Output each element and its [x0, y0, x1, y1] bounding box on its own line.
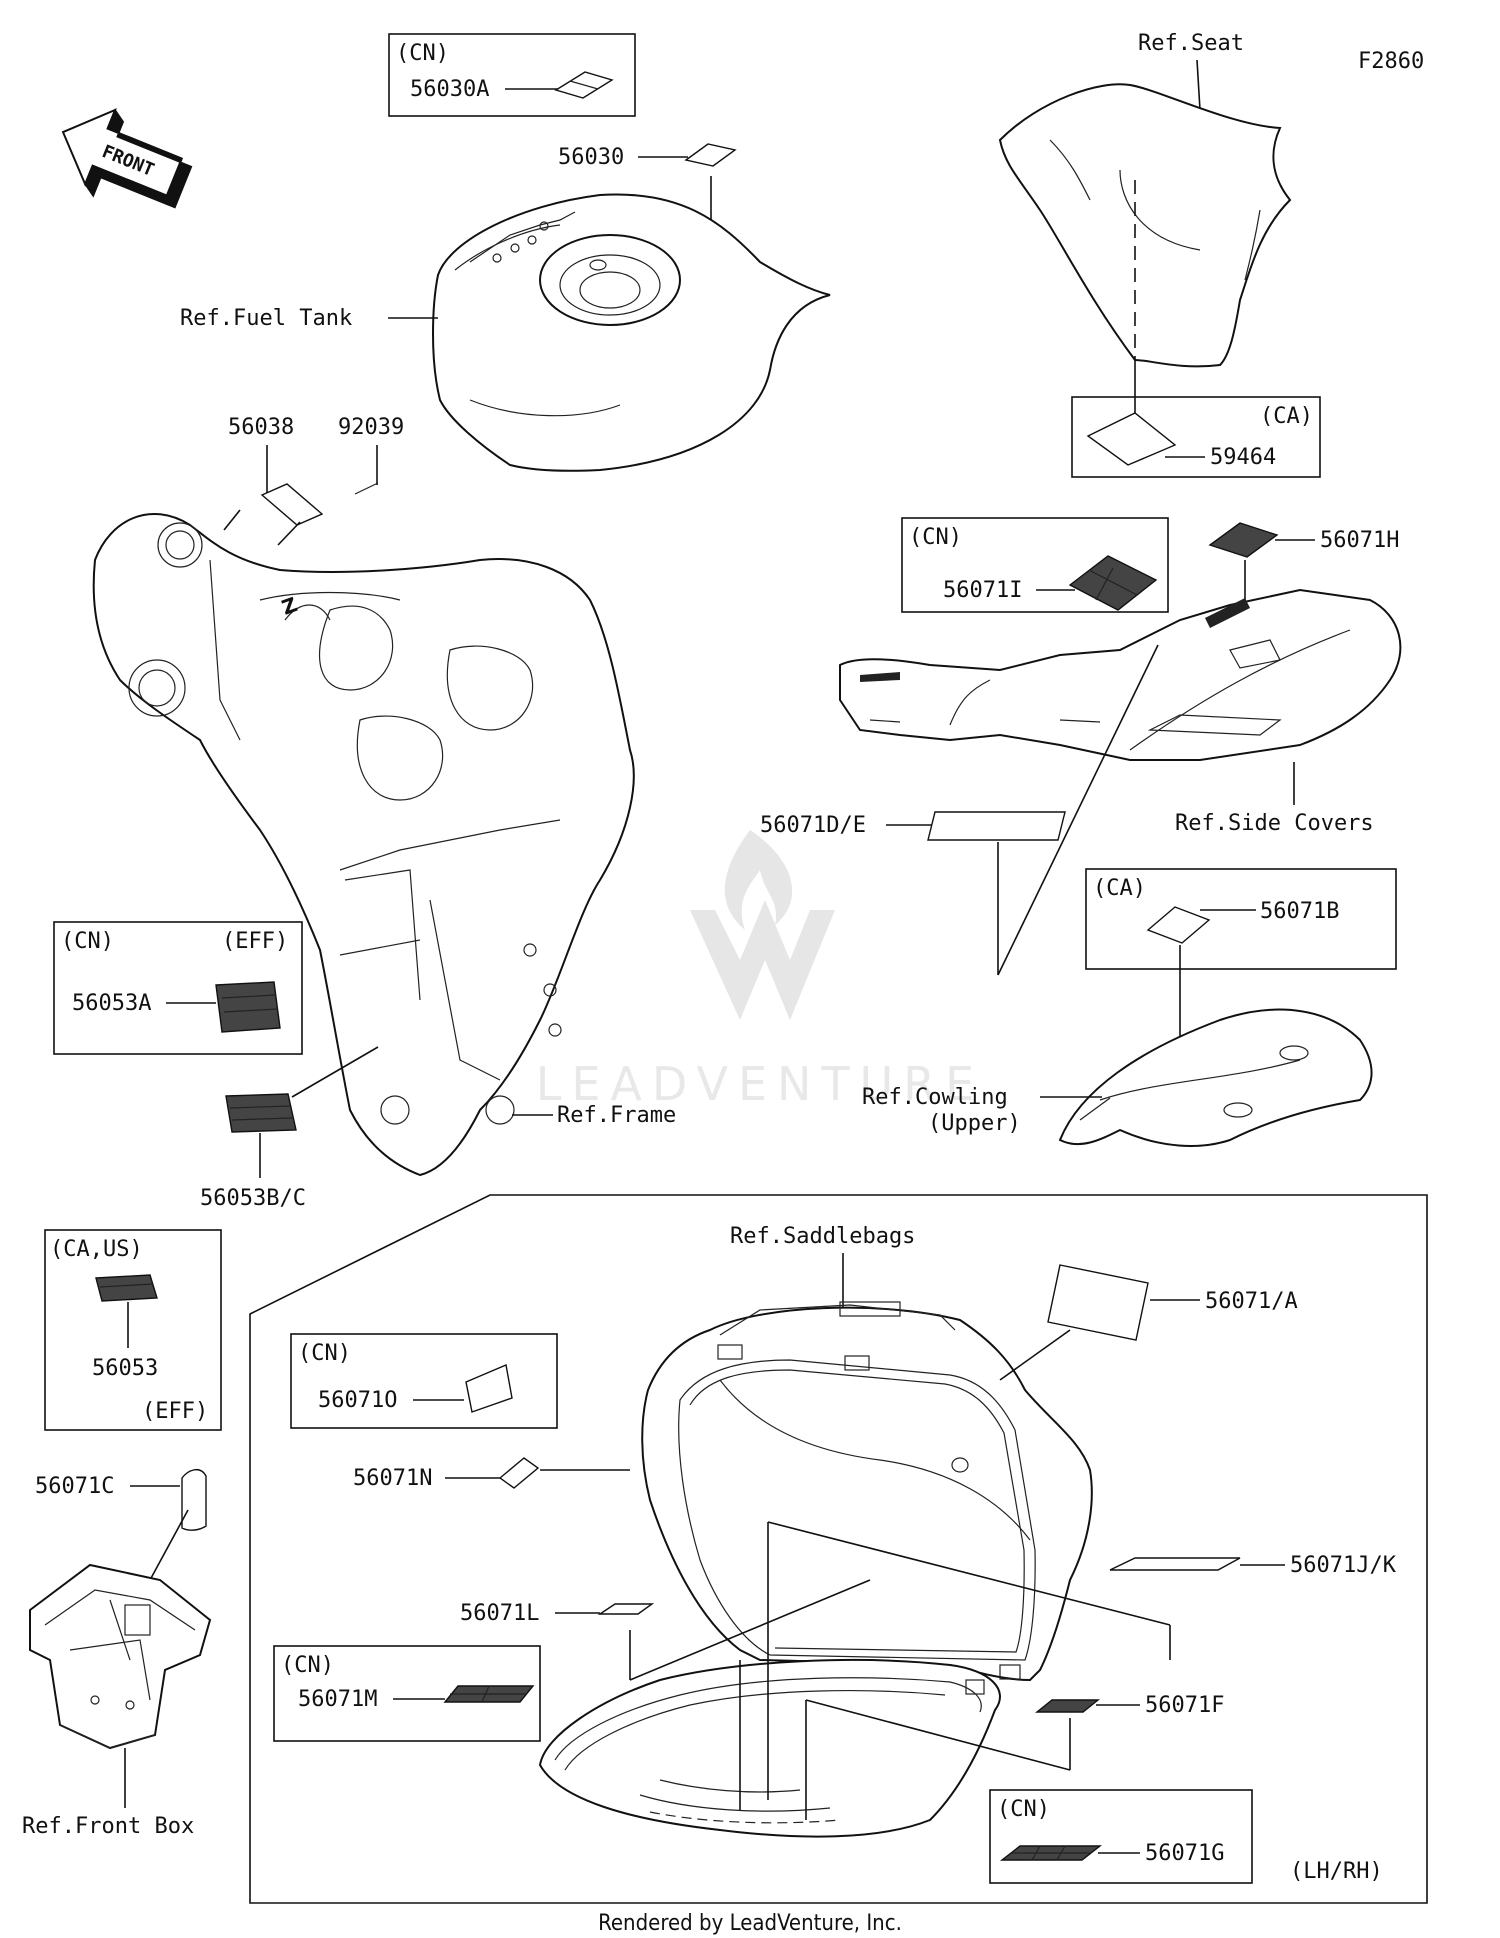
label-56030[interactable]: 56030 — [558, 145, 624, 170]
decal-56071h — [1208, 522, 1279, 558]
tag-ca-us-56053: (CA,US) — [50, 1237, 143, 1262]
box-56071o — [290, 1333, 558, 1429]
decal-56053a — [215, 981, 281, 1033]
box-59464 — [1071, 396, 1321, 478]
watermark-logo: LEADVENTURE — [536, 830, 985, 1111]
label-56053a[interactable]: 56053A — [72, 991, 151, 1016]
decal-56071jk — [1109, 1557, 1241, 1571]
box-56030a — [388, 33, 636, 117]
label-lh-rh: (LH/RH) — [1290, 1859, 1383, 1884]
label-92039[interactable]: 92039 — [338, 415, 404, 440]
box-56071i — [901, 517, 1169, 613]
saddlebag-drawing — [538, 1301, 1093, 1838]
label-56053[interactable]: 56053 — [92, 1356, 158, 1381]
seat-drawing — [998, 83, 1292, 368]
side-covers-drawing — [839, 588, 1402, 761]
tag-eff-56053: (EFF) — [142, 1399, 208, 1424]
figure-code: F2860 — [1358, 49, 1424, 74]
box-56071g — [989, 1789, 1253, 1884]
footer-text: Rendered by LeadVenture, Inc. — [598, 1911, 902, 1936]
label-56071jk[interactable]: 56071J/K — [1290, 1553, 1397, 1578]
label-56071g[interactable]: 56071G — [1145, 1841, 1224, 1866]
box-56071b — [1085, 868, 1397, 970]
decal-56071c — [181, 1468, 207, 1531]
tag-ca-59464: (CA) — [1260, 404, 1313, 429]
tag-eff-56053a: (EFF) — [222, 929, 288, 954]
decal-56071n — [498, 1457, 540, 1489]
label-56071a[interactable]: 56071/A — [1205, 1289, 1298, 1314]
decal-56053 — [95, 1274, 158, 1302]
decal-56071o — [465, 1364, 513, 1413]
label-56071n[interactable]: 56071N — [353, 1466, 432, 1491]
label-56030a[interactable]: 56030A — [410, 77, 489, 102]
decal-56071f — [1035, 1699, 1100, 1713]
cowling-drawing — [1058, 1008, 1373, 1147]
frame-drawing: Z — [92, 513, 635, 1177]
decal-56071a — [1047, 1264, 1149, 1341]
saddlebag-frame — [249, 1194, 1428, 1904]
label-56071c[interactable]: 56071C — [35, 1474, 114, 1499]
label-ref-front-box[interactable]: Ref.Front Box — [22, 1814, 194, 1839]
tag-cn-56071i: (CN) — [909, 525, 962, 550]
label-ref-cowling-2[interactable]: (Upper) — [928, 1111, 1021, 1136]
label-56071b[interactable]: 56071B — [1260, 899, 1339, 924]
decal-56071l — [597, 1603, 655, 1615]
tag-ca-56071b: (CA) — [1093, 876, 1146, 901]
box-56071m — [273, 1645, 541, 1742]
label-56038[interactable]: 56038 — [228, 415, 294, 440]
box-56053a — [53, 921, 303, 1055]
label-56071m[interactable]: 56071M — [298, 1687, 377, 1712]
label-ref-seat[interactable]: Ref.Seat — [1138, 31, 1244, 56]
front-box-drawing — [29, 1563, 212, 1750]
decal-56071de — [927, 811, 1066, 841]
decal-56071b — [1146, 906, 1211, 944]
label-59464[interactable]: 59464 — [1210, 445, 1276, 470]
label-56071f[interactable]: 56071F — [1145, 1693, 1224, 1718]
decal-59464 — [1086, 412, 1177, 466]
label-ref-saddlebags[interactable]: Ref.Saddlebags — [730, 1224, 915, 1249]
tag-cn-56071g: (CN) — [997, 1797, 1050, 1822]
label-ref-fuel-tank[interactable]: Ref.Fuel Tank — [180, 306, 352, 331]
label-56071h[interactable]: 56071H — [1320, 528, 1399, 553]
box-56053 — [44, 1229, 222, 1431]
label-56071de[interactable]: 56071D/E — [760, 813, 866, 838]
front-arrow-icon: FRONT — [61, 108, 193, 209]
label-56071l[interactable]: 56071L — [460, 1601, 539, 1626]
label-56053bc[interactable]: 56053B/C — [200, 1186, 306, 1211]
fuel-tank-drawing — [432, 193, 831, 472]
watermark-text: LEADVENTURE — [536, 1057, 985, 1111]
tag-cn-56071m: (CN) — [281, 1653, 334, 1678]
decal-56053bc — [225, 1093, 297, 1133]
label-ref-cowling-1[interactable]: Ref.Cowling — [862, 1085, 1008, 1110]
tag-cn-56030a: (CN) — [396, 41, 449, 66]
decal-56030 — [684, 143, 737, 167]
label-56071i[interactable]: 56071I — [943, 578, 1022, 603]
tag-cn-56071o: (CN) — [298, 1341, 351, 1366]
label-56071o[interactable]: 56071O — [318, 1388, 397, 1413]
label-ref-side-covers[interactable]: Ref.Side Covers — [1175, 811, 1374, 836]
decal-56038 — [260, 483, 324, 526]
tag-cn-56053a: (CN) — [61, 929, 114, 954]
label-ref-frame[interactable]: Ref.Frame — [557, 1103, 676, 1128]
